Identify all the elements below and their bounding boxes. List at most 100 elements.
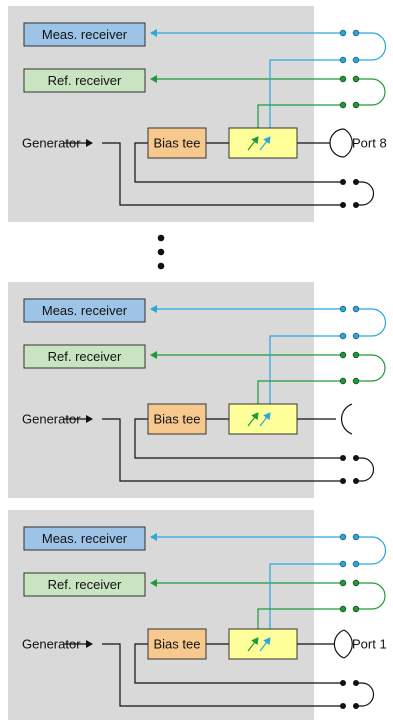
generator-line-b <box>134 643 343 684</box>
ref-coupler-line <box>257 608 342 635</box>
meas-coupler-line <box>266 59 342 137</box>
generator-line-b <box>134 142 343 183</box>
meas-loop <box>358 32 387 61</box>
ref-coupler-line <box>257 380 342 407</box>
terminal <box>352 101 360 109</box>
terminal <box>340 179 346 185</box>
generator-label: Generator <box>22 637 81 652</box>
ellipsis-dot <box>157 248 165 256</box>
ref-coupler-arrow <box>247 412 259 427</box>
coupler-box <box>228 403 298 435</box>
port-bubble <box>343 629 353 659</box>
ref-loop <box>358 78 386 106</box>
terminal <box>339 579 347 587</box>
port-label: Port 8 <box>352 136 387 151</box>
ellipsis-dots <box>157 234 165 270</box>
terminal <box>353 703 359 709</box>
ref-coupler-line <box>254 104 342 137</box>
ref-terminals <box>339 351 360 385</box>
meas-terminals <box>339 533 360 568</box>
bias-tee-box <box>147 127 207 159</box>
bias-tee-label: Bias tee <box>154 412 201 427</box>
ref-receiver-label: Ref. receiver <box>48 73 122 88</box>
port-bubble <box>343 128 353 158</box>
meas-coupler-line <box>269 563 342 635</box>
generator-line-b <box>134 418 343 459</box>
port-label: Port 1 <box>352 637 387 652</box>
generator-loop <box>356 181 375 206</box>
terminal <box>352 579 360 587</box>
port-connector-icon <box>340 403 353 435</box>
terminal <box>352 351 360 359</box>
terminal <box>339 351 347 359</box>
terminal <box>339 560 347 568</box>
port-connector-icon <box>329 128 345 158</box>
terminal <box>353 478 359 484</box>
port-panel-bottom: Meas. receiver Ref. receiver Bias tee Ge… <box>8 510 387 720</box>
terminal <box>353 179 359 185</box>
ref-receiver-box <box>23 344 146 369</box>
ref-receiver-label: Ref. receiver <box>48 577 122 592</box>
generator-label: Generator <box>22 136 81 151</box>
terminal <box>340 202 346 208</box>
terminal <box>339 56 347 64</box>
terminal <box>339 533 347 541</box>
meas-coupler-arrow <box>259 136 271 151</box>
meas-coupler-arrow <box>259 637 271 652</box>
bias-tee-label: Bias tee <box>154 136 201 151</box>
meas-receiver-label: Meas. receiver <box>42 27 128 42</box>
coupler-box <box>228 127 298 159</box>
terminal <box>339 605 347 613</box>
terminal <box>353 680 359 686</box>
terminal <box>352 605 360 613</box>
terminal <box>339 305 347 313</box>
terminal <box>340 455 346 461</box>
meas-terminals <box>339 305 360 340</box>
ref-coupler-arrow <box>247 637 259 652</box>
terminal <box>352 56 360 64</box>
terminal <box>352 75 360 83</box>
generator-line-a <box>102 643 343 707</box>
generator-loop <box>356 682 375 707</box>
meas-coupler-line <box>269 335 342 407</box>
terminal <box>339 332 347 340</box>
terminal <box>339 29 347 37</box>
ref-receiver-box <box>23 572 146 597</box>
ref-terminals <box>339 579 360 613</box>
ref-receiver-box <box>23 68 146 93</box>
terminal <box>352 305 360 313</box>
terminal <box>340 680 346 686</box>
terminal <box>339 101 347 109</box>
ellipsis-dot <box>157 262 165 270</box>
terminal <box>340 478 346 484</box>
generator-line-a <box>102 418 343 482</box>
terminal <box>352 533 360 541</box>
meas-loop <box>358 308 387 337</box>
bias-tee-box <box>147 628 207 660</box>
terminal <box>352 377 360 385</box>
port-panel-middle: Meas. receiver Ref. receiver Bias tee Ge… <box>8 282 387 498</box>
meas-terminals <box>339 29 360 64</box>
generator-label: Generator <box>22 412 81 427</box>
meas-receiver-box <box>23 298 146 323</box>
meas-receiver-label: Meas. receiver <box>42 531 128 546</box>
bias-tee-label: Bias tee <box>154 637 201 652</box>
terminal <box>352 29 360 37</box>
ref-loop <box>358 354 386 382</box>
coupler-box <box>228 628 298 660</box>
port-connector-icon <box>333 629 345 659</box>
meas-receiver-label: Meas. receiver <box>42 303 128 318</box>
ref-receiver-label: Ref. receiver <box>48 349 122 364</box>
terminal <box>340 703 346 709</box>
generator-loop <box>356 457 375 482</box>
port-panel-top: Meas. receiver Ref. receiver Bias tee Ge… <box>8 6 387 222</box>
terminal <box>353 455 359 461</box>
meas-loop <box>358 536 387 565</box>
ref-terminals <box>339 75 360 109</box>
ref-coupler-arrow <box>247 136 259 151</box>
terminal <box>353 202 359 208</box>
ellipsis-dot <box>157 234 165 242</box>
terminal <box>352 332 360 340</box>
generator-line-a <box>102 142 343 206</box>
